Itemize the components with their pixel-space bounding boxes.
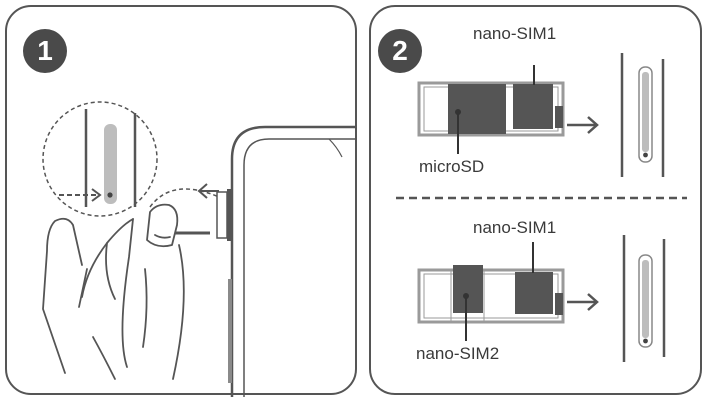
step-2-badge: 2 [378, 29, 422, 73]
hand-icon [42, 203, 185, 380]
step-1-badge: 1 [23, 29, 67, 73]
step-2-panel: 2 [369, 5, 702, 395]
nano-sim1-card-top [513, 84, 553, 129]
nano-sim1-card-bottom [515, 272, 553, 314]
step-1-panel: 1 [5, 5, 357, 397]
zoom-callout [42, 101, 158, 217]
right-arrow-icon [567, 116, 599, 134]
microsd-label: microSD [419, 157, 485, 176]
nano-sim2-label: nano-SIM2 [416, 344, 500, 363]
nano-sim1-label-bottom: nano-SIM1 [473, 218, 557, 237]
step-1-illustration [42, 101, 357, 397]
right-arrow-icon [567, 293, 599, 311]
nano-sim1-label-top: nano-SIM1 [473, 24, 557, 43]
phone-icon [216, 125, 357, 397]
step-2-illustration [396, 53, 687, 362]
nano-sim2-card [453, 265, 483, 313]
right-arrow-icon [59, 188, 102, 202]
microsd-card [448, 84, 506, 134]
